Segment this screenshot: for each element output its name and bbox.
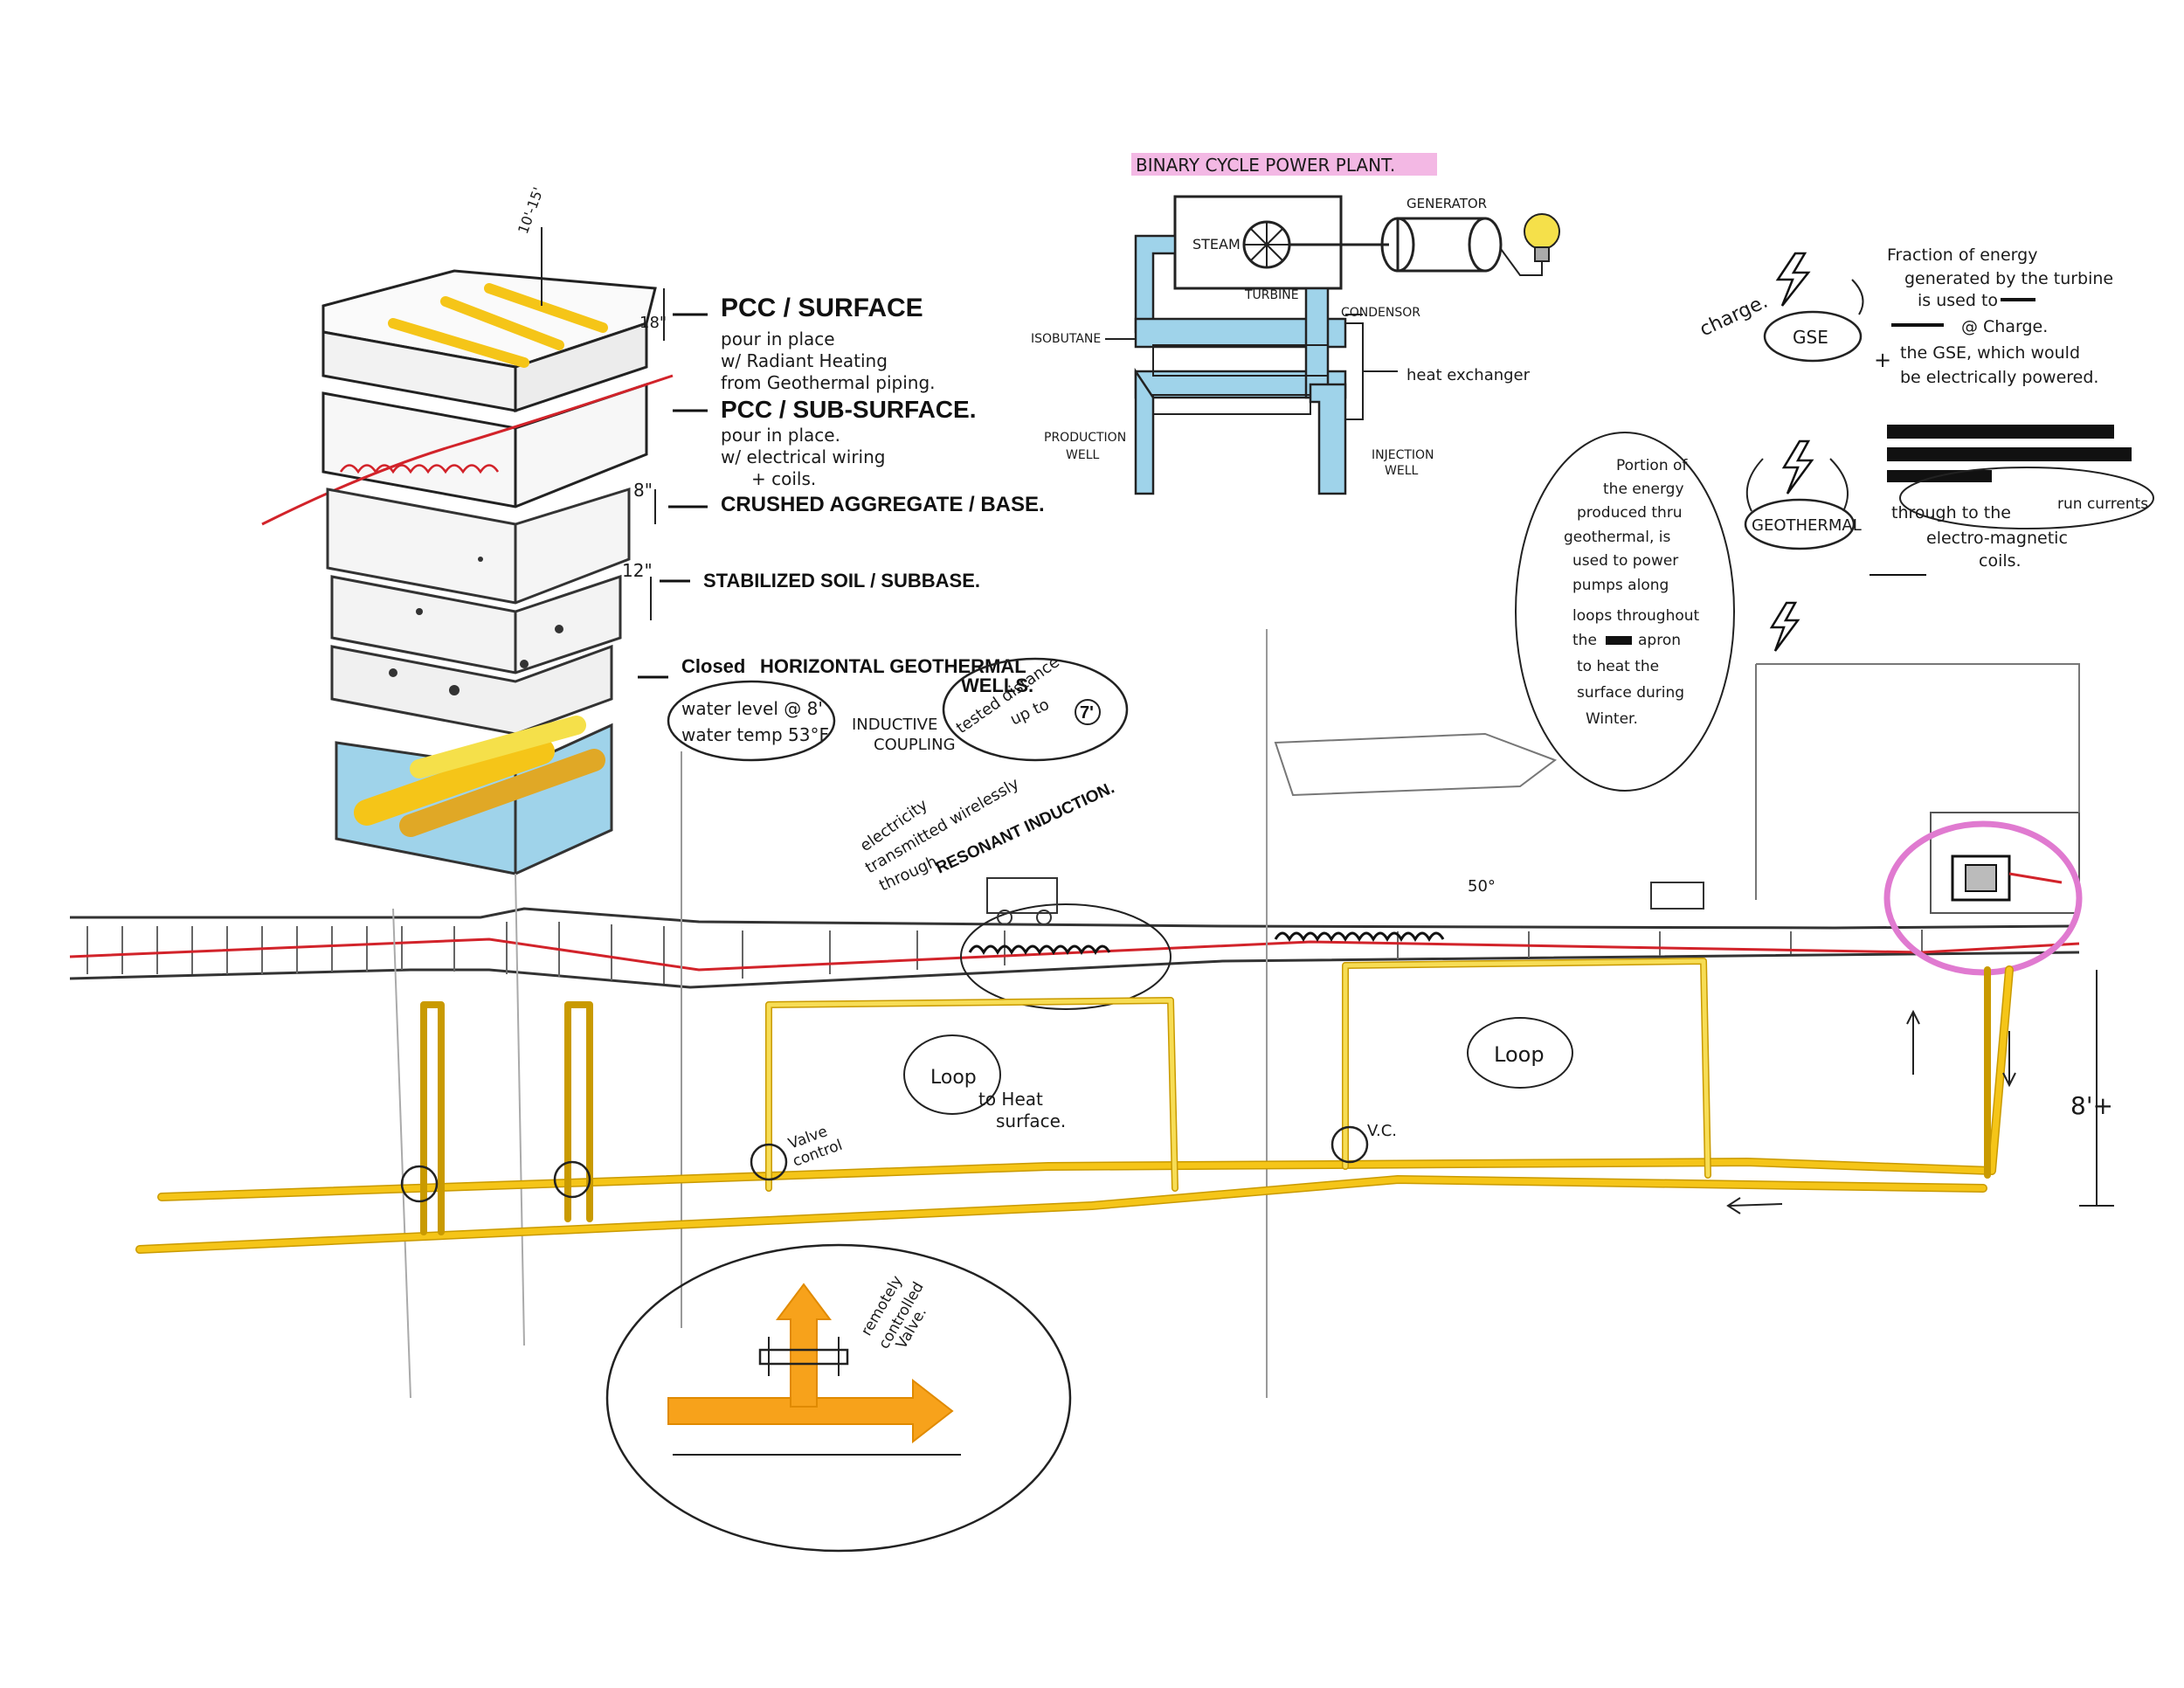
lightning-icon-2 (1781, 439, 1814, 495)
soil-title: STABILIZED SOIL / SUBBASE. (703, 570, 980, 591)
gse-label: GSE (1793, 327, 1828, 348)
dim-soil: 12" (622, 560, 653, 581)
subsurface-desc-1: pour in place. (721, 425, 840, 446)
tested-value: 7' (1080, 703, 1094, 723)
portion-5: used to power (1572, 552, 1678, 570)
section-labels: Loop to Heat surface. Loop Valve control… (786, 877, 2114, 1214)
fraction-1: Fraction of energy (1887, 246, 2037, 265)
portion-3: produced thru (1577, 504, 1683, 522)
portion-2: the energy (1603, 481, 1684, 498)
loop-right-label: Loop (1494, 1042, 1545, 1067)
riser-arrow (776, 1283, 832, 1408)
surface-desc-1: pour in place (721, 329, 835, 349)
lightning-icon (1775, 252, 1811, 307)
fraction-6: be electrically powered. (1900, 368, 2098, 387)
binary-plant: BINARY CYCLE POWER PLANT. STEAM GENERATO… (1031, 153, 1560, 495)
portion-1: Portion of (1616, 457, 1688, 474)
portion-7: loops throughout (1572, 607, 1700, 625)
geothermal-label: GEOTHERMAL (1752, 516, 1862, 535)
fraction-2: generated by the turbine (1904, 269, 2113, 288)
run-4: coils. (1979, 551, 2022, 571)
energy-cycle: charge. GSE Fraction of energy generated… (1515, 246, 2154, 792)
loop-pipe-right (1342, 958, 1711, 1179)
run-2: through to the (1891, 503, 2011, 522)
portion-6: pumps along (1572, 577, 1669, 594)
steam-label: STEAM (1192, 236, 1241, 253)
valve-icon-4 (1330, 1125, 1369, 1164)
heat-exchanger-label: heat exchanger (1406, 366, 1531, 384)
geothermal-loops (135, 958, 2014, 1254)
inductive-line2: COUPLING (874, 736, 956, 754)
wells-title-2: HORIZONTAL GEOTHERMAL (760, 655, 1026, 677)
run-1: run currents (2057, 495, 2148, 513)
layer-stack (261, 227, 674, 875)
vc-label: V.C. (1367, 1122, 1397, 1140)
fraction-5: the GSE, which would (1900, 343, 2080, 363)
turbine-label: TURBINE (1244, 288, 1299, 302)
valve-icon-2 (553, 1160, 591, 1199)
loop-left-label: Loop (930, 1067, 977, 1089)
wells-title-3: WELLS. (961, 675, 1033, 696)
layer-labels: PCC / SURFACE pour in place w/ Radiant H… (515, 185, 1045, 696)
run-3: electro-magnetic (1926, 529, 2068, 548)
resonant-zone (960, 903, 1171, 1010)
wells-title-1: Closed (681, 655, 745, 677)
water-note-line2: water temp 53°F (681, 724, 829, 745)
charge-label: charge. (1697, 291, 1771, 342)
injection-well-label-2: WELL (1385, 464, 1418, 478)
dim-aggregate: 8" (633, 480, 653, 501)
radiant-pipes (388, 283, 608, 368)
subsurface-desc-2: w/ electrical wiring (721, 446, 885, 467)
fraction-3: is used to (1918, 291, 1998, 310)
angle-label: 50° (1468, 877, 1496, 896)
injection-well-label-1: INJECTION (1372, 448, 1434, 462)
depth-label: 8'+ (2070, 1091, 2113, 1120)
fraction-4: @ Charge. (1961, 317, 2048, 336)
resonant-note: electricity transmitted wirelessly throu… (857, 774, 1117, 895)
surface-title: PCC / SURFACE (721, 294, 923, 322)
to-heat-2: surface. (996, 1110, 1066, 1131)
inductive-line1: INDUCTIVE (852, 716, 937, 734)
valve-icon (400, 1165, 439, 1203)
dim-surface: 18" (639, 314, 667, 332)
loop-pipe-left (765, 997, 1178, 1192)
water-note: water level @ 8' water temp 53°F (667, 680, 836, 762)
binary-plant-title: BINARY CYCLE POWER PLANT. (1136, 155, 1395, 176)
portion-8b: apron (1638, 632, 1681, 649)
generator-label: GENERATOR (1406, 196, 1487, 211)
water-note-line1: water level @ 8' (681, 698, 823, 719)
to-heat-1: to Heat (978, 1089, 1043, 1110)
valves (400, 1125, 1369, 1203)
ground-section (69, 629, 2083, 1399)
plus-sign: + (1874, 348, 1891, 372)
geothermal-well-pipes (354, 716, 605, 837)
portion-11: Winter. (1586, 710, 1638, 728)
portion-8: the (1572, 632, 1597, 649)
subsurface-title: PCC / SUB-SURFACE. (721, 396, 976, 423)
isobutane-label: ISOBUTANE (1031, 332, 1101, 346)
surface-desc-3: from Geothermal piping. (721, 372, 936, 393)
valve-icon-3 (750, 1143, 788, 1181)
condensor-label: CONDENSOR (1341, 306, 1420, 320)
portion-9: to heat the (1577, 658, 1659, 675)
lightning-icon-3 (1769, 601, 1800, 652)
production-well-label-2: WELL (1066, 448, 1099, 462)
heating-line (69, 937, 2080, 972)
portion-10: surface during (1577, 684, 1684, 702)
surface-desc-2: w/ Radiant Heating (721, 350, 888, 371)
production-well-label-1: PRODUCTION (1044, 431, 1126, 445)
highlight-circle (1883, 820, 2083, 976)
valve-detail: remotely controlled Valve. (605, 1243, 1072, 1553)
flow-arrow (667, 1378, 954, 1444)
resonant-line4: RESONANT INDUCTION. (933, 778, 1117, 877)
subsurface-desc-3: + coils. (751, 468, 816, 489)
aggregate-title: CRUSHED AGGREGATE / BASE. (721, 493, 1045, 516)
portion-4: geothermal, is (1564, 529, 1670, 546)
